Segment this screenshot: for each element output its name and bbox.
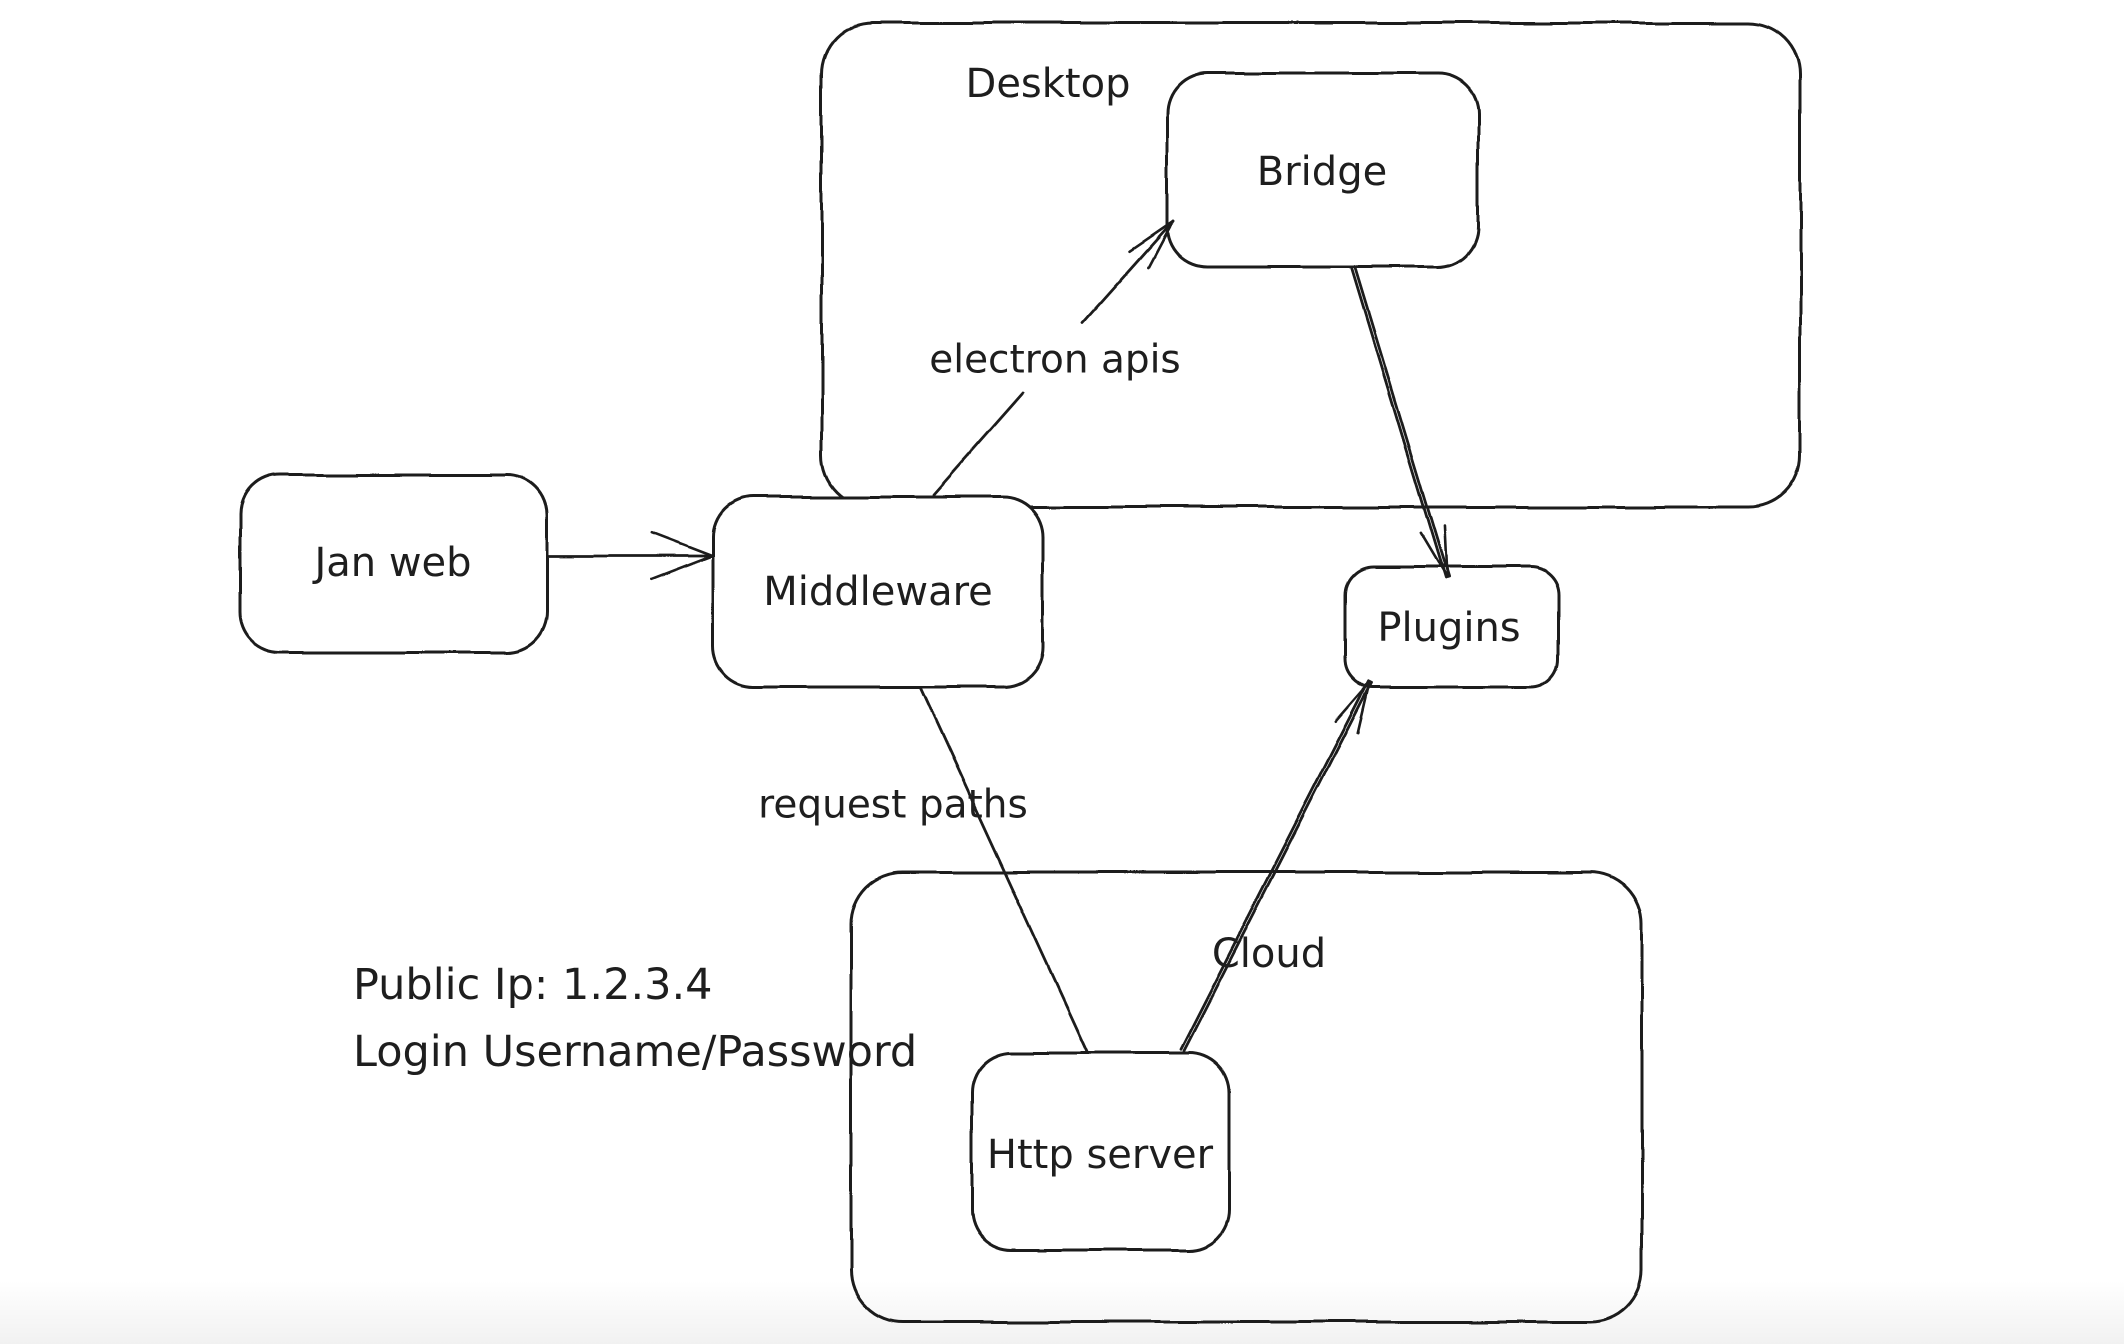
- node-middleware: [711, 495, 1045, 689]
- node-plugins-label: Plugins: [1377, 605, 1520, 651]
- edge-middleware-to-http-server-line: [918, 685, 1090, 1055]
- edge-middleware-to-http-server: [918, 685, 1090, 1055]
- note-public-ip-1-2-3-4: Public Ip: 1.2.3.4: [353, 960, 713, 1010]
- edge-jan-web-to-middleware-arrowhead: [650, 554, 714, 581]
- edge-http-server-to-plugins-line: [1179, 679, 1370, 1051]
- edge-jan-web-to-middleware-arrowhead: [650, 531, 714, 558]
- node-bridge-label: Bridge: [1257, 149, 1387, 195]
- container-cloud: [849, 870, 1644, 1324]
- edge-label-electron-apis: electron apis: [929, 338, 1181, 383]
- edge-http-server-to-plugins: [1179, 679, 1373, 1053]
- node-http-server: [970, 1051, 1231, 1252]
- container-desktop-rect: [820, 21, 1802, 509]
- edge-jan-web-to-middleware: [545, 531, 714, 581]
- node-middleware-label: Middleware: [763, 569, 993, 615]
- sketch-layer: [238, 21, 1802, 1324]
- edge-label-request-paths: request paths: [758, 783, 1028, 828]
- node-plugins: [1343, 565, 1560, 689]
- node-bridge-rect: [1165, 71, 1480, 269]
- edge-bridge-to-plugins-arrowhead: [1443, 524, 1449, 580]
- edge-middleware-to-bridge-arrowhead: [1147, 219, 1175, 269]
- node-http-server-rect: [970, 1051, 1231, 1252]
- edge-bridge-to-plugins-line: [1353, 265, 1451, 579]
- node-jan-web: [238, 473, 549, 654]
- edge-middleware-to-bridge-line: [1081, 219, 1175, 324]
- edge-middleware-to-bridge-arrowhead: [1128, 219, 1175, 252]
- edge-middleware-to-bridge-line: [931, 391, 1025, 497]
- node-jan-web-label: Jan web: [311, 540, 471, 586]
- node-middleware-rect: [711, 495, 1045, 689]
- node-http-server-label: Http server: [987, 1132, 1214, 1178]
- container-desktop: [820, 21, 1802, 509]
- node-bridge: [1165, 71, 1480, 269]
- container-desktop-label: Desktop: [966, 61, 1131, 107]
- note-login-username-password: Login Username/Password: [353, 1027, 917, 1077]
- edge-http-server-to-plugins-arrowhead: [1334, 680, 1372, 723]
- edge-bridge-to-plugins-arrowhead: [1419, 532, 1449, 580]
- edge-bridge-to-plugins-line: [1349, 266, 1447, 580]
- edge-http-server-to-plugins-line: [1182, 681, 1373, 1053]
- edge-http-server-to-plugins-arrowhead: [1356, 680, 1372, 734]
- node-jan-web-rect: [238, 473, 549, 654]
- node-plugins-rect: [1343, 565, 1560, 689]
- edge-bridge-to-plugins: [1349, 265, 1451, 580]
- container-cloud-label: Cloud: [1212, 931, 1326, 977]
- edge-middleware-to-bridge: [931, 219, 1175, 497]
- container-cloud-rect: [849, 870, 1644, 1324]
